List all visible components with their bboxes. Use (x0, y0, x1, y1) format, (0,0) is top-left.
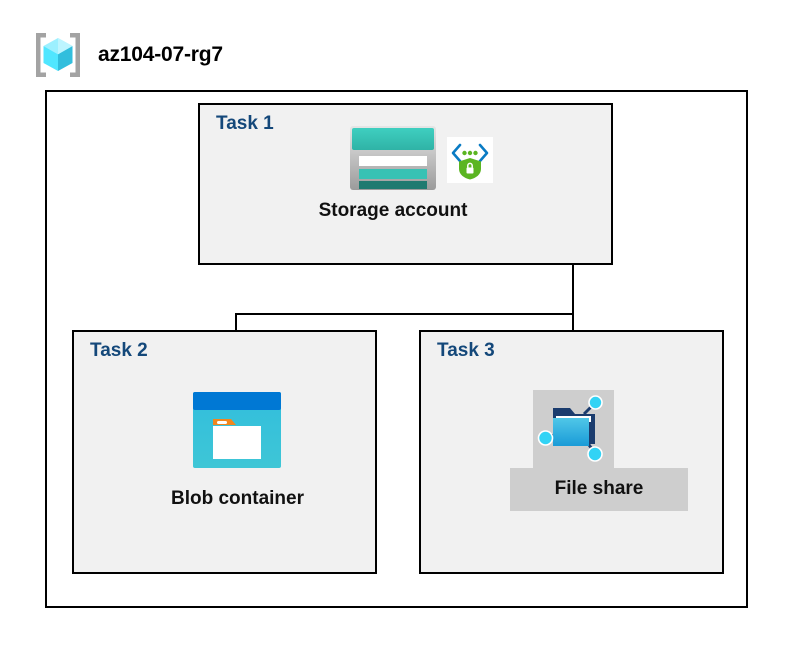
file-share-selection-highlight-label (510, 468, 688, 511)
blob-container-icon[interactable] (193, 392, 281, 473)
resource-group-name: az104-07-rg7 (98, 43, 223, 66)
connector-storage-trunk (572, 228, 574, 314)
task-1-label: Task 1 (216, 113, 274, 134)
file-share-folder-icon[interactable] (537, 392, 611, 473)
task-2-label: Task 2 (90, 340, 148, 361)
storage-account-icon[interactable] (350, 126, 436, 195)
secured-endpoint-shield-icon[interactable] (447, 137, 493, 188)
storage-account-label: Storage account (318, 200, 468, 221)
file-share-label: File share (554, 478, 644, 499)
blob-container-label: Blob container (170, 488, 304, 509)
resource-group-header: az104-07-rg7 (30, 27, 223, 83)
connector-branch-horizontal (235, 313, 574, 315)
task-3-label: Task 3 (437, 340, 495, 361)
resource-group-cube-icon (30, 27, 86, 83)
